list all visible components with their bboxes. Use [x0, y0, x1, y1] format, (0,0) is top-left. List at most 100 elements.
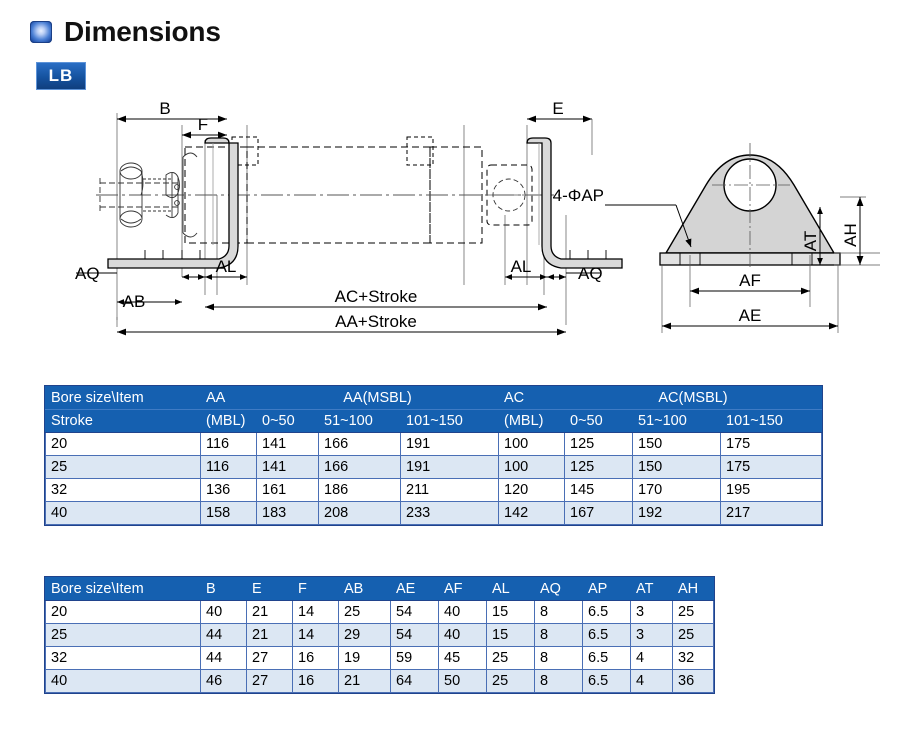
- dim-label-ah: AH: [841, 223, 860, 247]
- cell: 36: [672, 669, 714, 693]
- dim-label-al-left: AL: [216, 257, 237, 276]
- header-ac-51-100: 51~100: [632, 409, 721, 433]
- cell: 211: [400, 478, 499, 502]
- table-aa-ac-header-row-2: Stroke (MBL) 0~50 51~100 101~150 (MBL) 0…: [45, 409, 822, 433]
- header-b: B: [200, 577, 247, 601]
- cell: 141: [256, 455, 319, 479]
- cell: 167: [564, 501, 633, 525]
- cell: 40: [45, 669, 201, 693]
- cell: 40: [45, 501, 201, 525]
- cell: 3: [630, 623, 673, 647]
- cell: 3: [630, 600, 673, 624]
- cell: 29: [338, 623, 391, 647]
- cell: 14: [292, 623, 339, 647]
- cell: 27: [246, 669, 293, 693]
- header-ac: AC: [498, 386, 565, 410]
- table-row: 32 136 161 186 211 120 145 170 195: [45, 478, 822, 502]
- cell: 6.5: [582, 600, 631, 624]
- cell: 125: [564, 455, 633, 479]
- table-row: 32 44 27 16 19 59 45 25 8 6.5 4 32: [45, 646, 714, 670]
- cell: 40: [438, 623, 487, 647]
- cell: 46: [200, 669, 247, 693]
- table-dims-header-row: Bore size\Item B E F AB AE AF AL AQ AP A…: [45, 577, 714, 601]
- cell: 15: [486, 600, 535, 624]
- cell: 25: [486, 669, 535, 693]
- dim-label-aq-left: AQ: [75, 264, 100, 283]
- header-af: AF: [438, 577, 487, 601]
- cell: 50: [438, 669, 487, 693]
- cell: 21: [246, 600, 293, 624]
- header-al: AL: [486, 577, 535, 601]
- cell: 25: [672, 600, 714, 624]
- cell: 59: [390, 646, 439, 670]
- cell: 25: [486, 646, 535, 670]
- cell: 195: [720, 478, 822, 502]
- cell: 54: [390, 600, 439, 624]
- cell: 136: [200, 478, 257, 502]
- table-row: 20 116 141 166 191 100 125 150 175: [45, 432, 822, 456]
- header-ab: AB: [338, 577, 391, 601]
- cell: 166: [318, 455, 401, 479]
- cell: 25: [45, 623, 201, 647]
- cell: 21: [338, 669, 391, 693]
- cell: 100: [498, 455, 565, 479]
- table-dims: Bore size\Item B E F AB AE AF AL AQ AP A…: [45, 577, 714, 693]
- dim-label-ab: AB: [123, 292, 146, 311]
- table-aa-ac-header-row-1: Bore size\Item AA AA(MSBL) AC AC(MSBL): [45, 386, 822, 410]
- header-bore-size-item: Bore size\Item: [45, 386, 201, 410]
- cell: 100: [498, 432, 565, 456]
- table-aa-ac: Bore size\Item AA AA(MSBL) AC AC(MSBL) S…: [45, 386, 822, 525]
- cell: 175: [720, 455, 822, 479]
- header-at: AT: [630, 577, 673, 601]
- table-row: 25 116 141 166 191 100 125 150 175: [45, 455, 822, 479]
- cell: 8: [534, 623, 583, 647]
- cell: 32: [672, 646, 714, 670]
- cell: 25: [45, 455, 201, 479]
- cell: 175: [720, 432, 822, 456]
- cell: 125: [564, 432, 633, 456]
- cell: 16: [292, 669, 339, 693]
- header-aa-mbl: (MBL): [200, 409, 257, 433]
- cell: 54: [390, 623, 439, 647]
- cell: 142: [498, 501, 565, 525]
- hole-callout-label: 4-ΦAP: [553, 186, 604, 205]
- cell: 32: [45, 646, 201, 670]
- cell: 14: [292, 600, 339, 624]
- blue-square-icon: [30, 21, 52, 43]
- header-stroke: Stroke: [45, 409, 201, 433]
- header-aa-51-100: 51~100: [318, 409, 401, 433]
- header-ac-mbl: (MBL): [498, 409, 565, 433]
- header-ac-0-50: 0~50: [564, 409, 633, 433]
- technical-drawing: B F E AQ AB AL AL AQ AC+Stroke AA+Stroke…: [0, 95, 900, 355]
- header-ae: AE: [390, 577, 439, 601]
- dim-label-aa-stroke: AA+Stroke: [335, 312, 417, 331]
- dim-label-b: B: [159, 99, 170, 118]
- cell: 120: [498, 478, 565, 502]
- cell: 183: [256, 501, 319, 525]
- cell: 20: [45, 432, 201, 456]
- cell: 116: [200, 455, 257, 479]
- cell: 150: [632, 432, 721, 456]
- cell: 20: [45, 600, 201, 624]
- header-ac-msbl: AC(MSBL): [564, 386, 822, 410]
- page-title: Dimensions: [64, 16, 221, 47]
- dim-label-at: AT: [801, 231, 820, 251]
- header-aa: AA: [200, 386, 257, 410]
- cell: 191: [400, 455, 499, 479]
- cell: 4: [630, 646, 673, 670]
- cell: 217: [720, 501, 822, 525]
- cell: 40: [438, 600, 487, 624]
- cell: 191: [400, 432, 499, 456]
- table-row: 20 40 21 14 25 54 40 15 8 6.5 3 25: [45, 600, 714, 624]
- cell: 44: [200, 623, 247, 647]
- cell: 25: [672, 623, 714, 647]
- cell: 6.5: [582, 669, 631, 693]
- header-ah: AH: [672, 577, 714, 601]
- header-ap: AP: [582, 577, 631, 601]
- cell: 145: [564, 478, 633, 502]
- dim-label-aq-right: AQ: [578, 264, 603, 283]
- cell: 116: [200, 432, 257, 456]
- cell: 158: [200, 501, 257, 525]
- cell: 25: [338, 600, 391, 624]
- cell: 64: [390, 669, 439, 693]
